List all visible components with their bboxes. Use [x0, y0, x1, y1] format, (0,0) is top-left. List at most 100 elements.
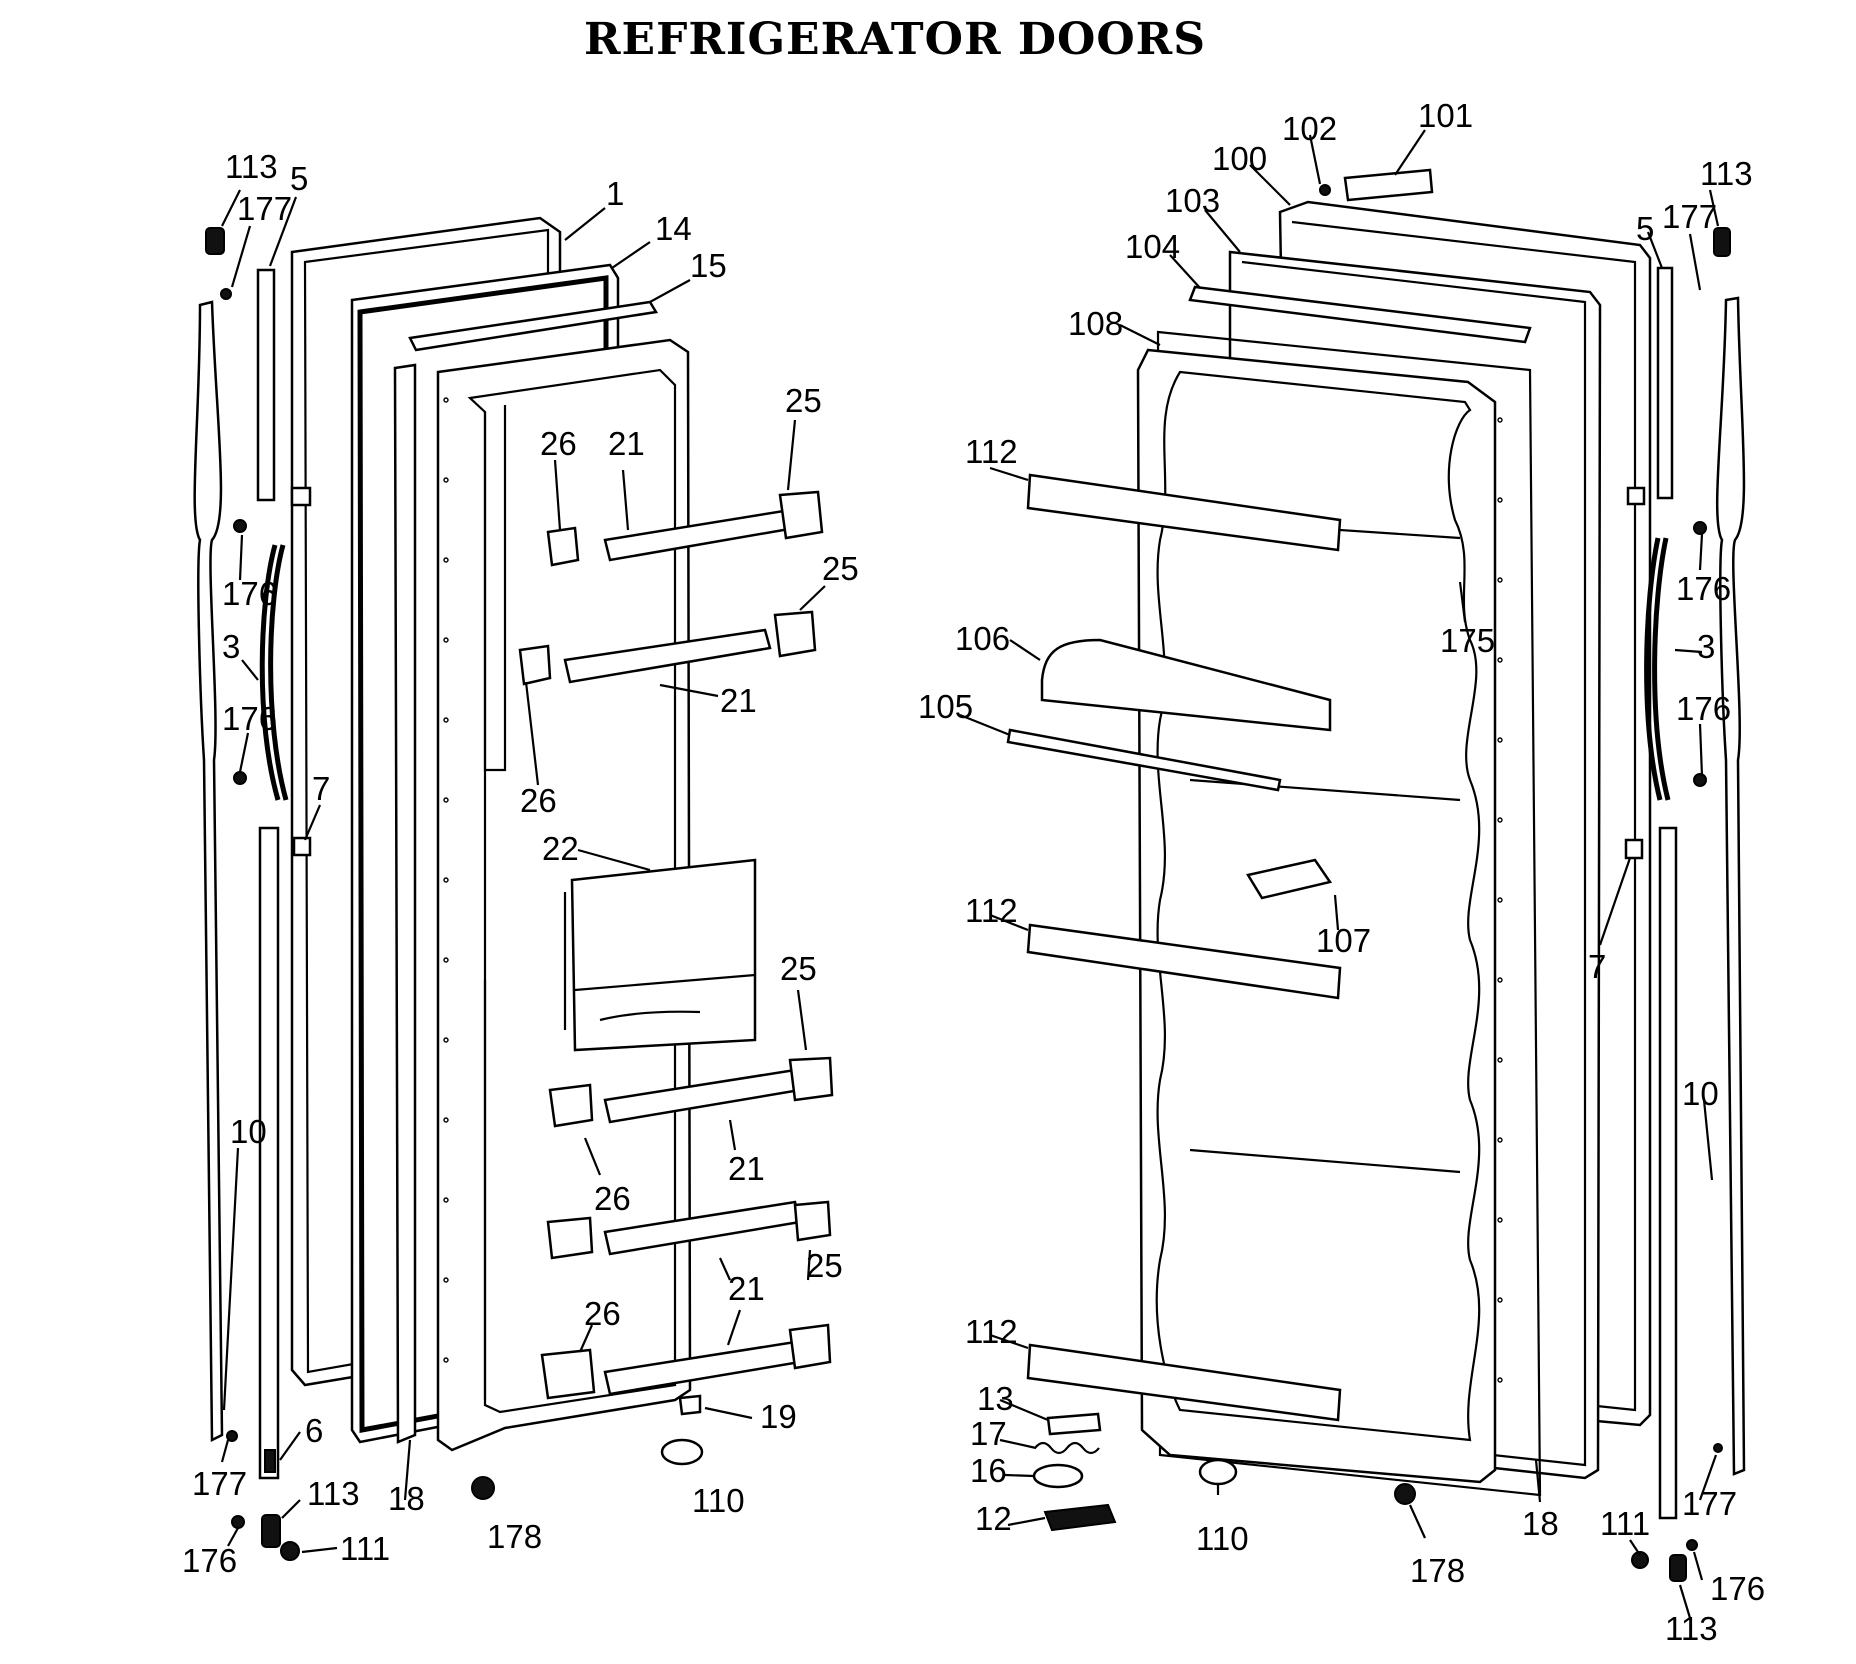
- callout-21: 21: [728, 1270, 765, 1307]
- callout-104: 104: [1125, 228, 1180, 265]
- left-bracket-strip: [408, 300, 659, 352]
- callout-110: 110: [1196, 1520, 1249, 1557]
- callout-26: 26: [594, 1180, 631, 1217]
- callout-3: 3: [222, 628, 240, 665]
- callout-22: 22: [542, 830, 579, 867]
- callout-177: 177: [1682, 1485, 1737, 1522]
- right-end-cap-113-top: [1713, 227, 1731, 257]
- hinge-cover-101: [1343, 168, 1434, 202]
- callout-177: 177: [1662, 198, 1717, 235]
- right-bracket-strip: [1188, 285, 1532, 344]
- callout-176: 176: [222, 575, 277, 612]
- left-shelf-bar-4: [546, 1200, 832, 1260]
- callout-7: 7: [1588, 948, 1606, 985]
- callout-26: 26: [520, 782, 557, 819]
- right-door-assembly: [959, 129, 1746, 1619]
- trim-strip-10: [258, 826, 280, 1480]
- left-door-assembly: [193, 189, 834, 1561]
- page-title: REFRIGERATOR DOORS: [583, 14, 1206, 65]
- callout-26: 26: [584, 1295, 621, 1332]
- callout-111: 111: [1600, 1505, 1650, 1542]
- door-stop-110-right: [1198, 1458, 1238, 1486]
- callout-103: 103: [1165, 182, 1220, 219]
- callout-13: 13: [977, 1380, 1014, 1417]
- callout-106: 106: [955, 620, 1010, 657]
- callout-5: 5: [1636, 210, 1654, 247]
- callout-113: 113: [307, 1475, 360, 1512]
- callout-112: 112: [965, 433, 1018, 470]
- callout-178: 178: [487, 1518, 542, 1555]
- callout-108: 108: [1068, 305, 1123, 342]
- callout-176: 176: [1710, 1570, 1765, 1607]
- callout-177: 177: [192, 1465, 247, 1502]
- callout-110: 110: [692, 1482, 745, 1519]
- callout-6: 6: [305, 1412, 323, 1449]
- callout-102: 102: [1282, 110, 1337, 147]
- callout-21: 21: [728, 1150, 765, 1187]
- callout-112: 112: [965, 1313, 1018, 1350]
- callout-105: 105: [918, 688, 973, 725]
- callout-113: 113: [225, 148, 278, 185]
- callout-10: 10: [1682, 1075, 1719, 1112]
- dairy-door-105: [1006, 728, 1282, 792]
- callout-16: 16: [970, 1452, 1007, 1489]
- butter-tray-107: [1246, 858, 1333, 900]
- part-17-spring: [1034, 1441, 1100, 1455]
- callout-14: 14: [655, 210, 692, 247]
- juice-can-rack: [563, 858, 757, 1052]
- callout-25: 25: [806, 1247, 843, 1284]
- left-shelf-bar-3: [548, 1056, 834, 1128]
- callout-25: 25: [822, 550, 859, 587]
- left-shelf-bar-2: [518, 610, 817, 686]
- end-cap-113-bottom: [261, 1514, 281, 1548]
- part-12-closer: [1043, 1503, 1117, 1532]
- right-end-cap-113-bottom: [1669, 1554, 1687, 1582]
- right-trim-strip-10: [1658, 826, 1678, 1520]
- callout-177: 177: [237, 190, 292, 227]
- door-stop-110-left: [660, 1438, 704, 1466]
- callout-101: 101: [1418, 97, 1473, 134]
- callout-113: 113: [1665, 1610, 1718, 1647]
- callout-21: 21: [720, 682, 757, 719]
- callout-176: 176: [222, 700, 277, 737]
- callout-21: 21: [608, 425, 645, 462]
- callout-17: 17: [970, 1415, 1007, 1452]
- left-shelf-bar-1: [546, 490, 824, 567]
- part-16-cam: [1032, 1463, 1084, 1489]
- callout-113: 113: [1700, 155, 1753, 192]
- door-shelf-112-middle: [1026, 923, 1342, 1000]
- door-shelf-112-top: [1026, 473, 1342, 552]
- callout-175: 175: [1440, 622, 1495, 659]
- right-outer-gasket: [1715, 296, 1746, 1476]
- left-door-handle: [259, 544, 281, 801]
- callout-18: 18: [1522, 1505, 1559, 1542]
- hinge-clip-bottom: [292, 836, 312, 857]
- callout-112: 112: [965, 892, 1018, 929]
- callout-176: 176: [182, 1542, 237, 1579]
- callout-176: 176: [1676, 570, 1731, 607]
- callout-7: 7: [312, 770, 330, 807]
- right-inner-liner: [1136, 348, 1497, 1484]
- callout-1: 1: [606, 175, 624, 212]
- callout-25: 25: [785, 382, 822, 419]
- callout-3: 3: [1697, 628, 1715, 665]
- callout-26: 26: [540, 425, 577, 462]
- left-door-gasket: [193, 300, 224, 1443]
- end-cap-113-top: [205, 227, 225, 255]
- callout-19: 19: [760, 1398, 797, 1435]
- part-13-plate: [1046, 1412, 1102, 1436]
- callout-107: 107: [1316, 922, 1371, 959]
- dairy-cover-106: [1040, 638, 1332, 732]
- right-door-handle: [1644, 537, 1663, 801]
- callout-178: 178: [1410, 1552, 1465, 1589]
- right-trim-strip-5: [1656, 266, 1674, 500]
- left-shelf-bar-5: [540, 1323, 832, 1400]
- callout-176: 176: [1676, 690, 1731, 727]
- callout-111: 111: [340, 1530, 390, 1567]
- callout-15: 15: [690, 247, 727, 284]
- callout-5: 5: [290, 160, 308, 197]
- callout-labels: 113 5 177 1 14 15 176 3 176 7 10 177 6 1…: [182, 97, 1765, 1647]
- hinge-clip-top: [290, 486, 312, 507]
- trim-strip-5: [256, 268, 276, 502]
